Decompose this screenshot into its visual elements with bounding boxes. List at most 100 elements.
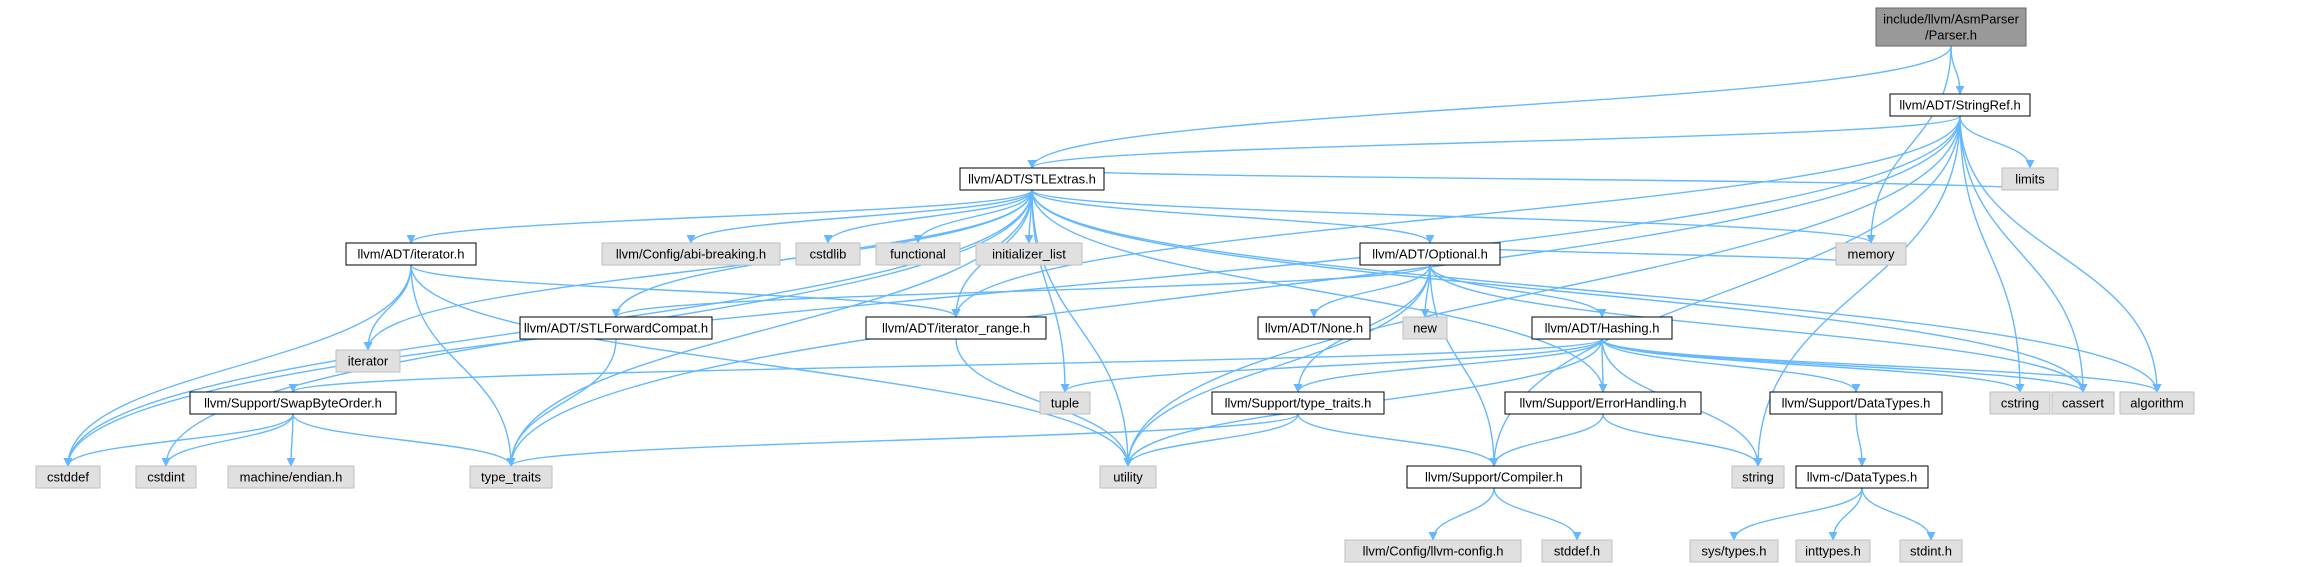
edge-line-hashing-algorithm: [1601, 338, 2162, 393]
node-stlforwardcompat[interactable]: llvm/ADT/STLForwardCompat.h: [519, 316, 713, 340]
node-limits: limits: [2001, 167, 2059, 191]
node-functional: functional: [875, 242, 961, 266]
edge-swapbyteorder-to-cstddef: [63, 413, 294, 467]
edge-hashing-to-datatypes: [1601, 338, 1861, 393]
edge-stringref-to-limits: [1959, 115, 2035, 169]
node-label-errorhandling-0: llvm/Support/ErrorHandling.h: [1520, 396, 1687, 411]
node-box-none: [1257, 316, 1371, 340]
edge-line-optional-compiler: [1429, 264, 1499, 467]
node-initializer_list: initializer_list: [975, 242, 1083, 266]
node-stlextras[interactable]: llvm/ADT/STLExtras.h: [959, 167, 1105, 191]
node-label-stringref-0: llvm/ADT/StringRef.h: [1899, 98, 2020, 113]
edge-line-optional-cassert: [1429, 264, 2088, 393]
node-adt_iterator[interactable]: llvm/ADT/iterator.h: [345, 242, 477, 266]
edge-line-optional-none: [1309, 264, 1431, 318]
node-label-tuple-0: tuple: [1051, 396, 1079, 411]
node-swapbyteorder[interactable]: llvm/Support/SwapByteOrder.h: [189, 391, 397, 415]
node-type_traits: type_traits: [469, 465, 553, 489]
edge-stlextras-to-tuple: [1031, 189, 1070, 393]
node-box-adt_iterator: [345, 242, 477, 266]
edge-line-stlextras-abi_breaking: [686, 189, 1033, 244]
node-errorhandling[interactable]: llvm/Support/ErrorHandling.h: [1504, 391, 1702, 415]
edge-line-c_datatypes-stdint_h: [1861, 487, 1936, 541]
node-label-cstring-0: cstring: [2001, 396, 2039, 411]
node-stringref[interactable]: llvm/ADT/StringRef.h: [1889, 93, 2031, 117]
edge-adt_iterator-to-cstddef: [63, 264, 412, 467]
node-endian: machine/endian.h: [227, 465, 355, 489]
node-datatypes[interactable]: llvm/Support/DataTypes.h: [1769, 391, 1943, 415]
edge-line-compiler-llvm_config: [1428, 487, 1495, 541]
node-stdint_h: stdint.h: [1899, 539, 1963, 563]
node-label-stlextras-0: llvm/ADT/STLExtras.h: [968, 172, 1096, 187]
edge-root-to-stringref: [1950, 45, 1965, 95]
node-root[interactable]: include/llvm/AsmParser/Parser.h: [1875, 7, 2027, 47]
edge-line-stlextras-errorhandling: [1031, 189, 1608, 393]
edge-stringref-to-stlextras: [1027, 115, 1961, 169]
edge-stringref-to-string: [1753, 115, 1961, 467]
edge-stlextras-to-cassert: [1031, 189, 2088, 393]
node-iterator: iterator: [335, 349, 401, 373]
node-label-limits-0: limits: [2015, 172, 2045, 187]
node-memory: memory: [1835, 242, 1907, 266]
node-optional[interactable]: llvm/ADT/Optional.h: [1359, 242, 1501, 266]
node-new: new: [1402, 316, 1448, 340]
edge-root-to-memory: [1866, 45, 1952, 244]
node-type_traits_h[interactable]: llvm/Support/type_traits.h: [1211, 391, 1385, 415]
edge-line-stlextras-cstdlib: [823, 189, 1033, 244]
edge-line-root-memory: [1866, 45, 1952, 244]
node-sys_types: sys/types.h: [1689, 539, 1779, 563]
node-hashing[interactable]: llvm/ADT/Hashing.h: [1531, 316, 1673, 340]
node-none[interactable]: llvm/ADT/None.h: [1257, 316, 1371, 340]
edge-line-hashing-cassert: [1601, 338, 2088, 393]
node-label-none-0: llvm/ADT/None.h: [1265, 321, 1363, 336]
edge-adt_iterator-to-type_traits: [410, 264, 516, 467]
node-abi_breaking: llvm/Config/abi-breaking.h: [601, 242, 781, 266]
node-compiler[interactable]: llvm/Support/Compiler.h: [1406, 465, 1582, 489]
node-algorithm: algorithm: [2119, 391, 2195, 415]
edge-line-adt_iterator-type_traits: [410, 264, 516, 467]
edge-stlextras-to-errorhandling: [1031, 189, 1608, 393]
edge-line-stlextras-cassert: [1031, 189, 2088, 393]
node-box-type_traits_h: [1211, 391, 1385, 415]
edge-line-hashing-cstring: [1601, 338, 2025, 393]
node-tuple: tuple: [1039, 391, 1091, 415]
node-box-cstdint: [135, 465, 197, 489]
node-label-stddef_h-0: stddef.h: [1554, 544, 1600, 559]
edge-type_traits_h-to-type_traits: [506, 413, 1299, 467]
edge-line-stringref-type_traits: [506, 115, 1961, 467]
edge-optional-to-compiler: [1429, 264, 1499, 467]
edge-line-hashing-swapbyteorder: [288, 338, 1603, 393]
node-box-stlforwardcompat: [519, 316, 713, 340]
edge-stringref-to-type_traits: [506, 115, 1961, 467]
node-label-hashing-0: llvm/ADT/Hashing.h: [1545, 321, 1660, 336]
edge-c_datatypes-to-sys_types: [1729, 487, 1863, 541]
edge-line-stlextras-utility: [1031, 189, 1133, 467]
node-box-errorhandling: [1504, 391, 1702, 415]
edge-line-swapbyteorder-cstdint: [161, 413, 294, 467]
node-box-cstddef: [35, 465, 101, 489]
file-nodes: include/llvm/AsmParser/Parser.h llvm/ADT/…: [35, 7, 2195, 563]
node-box-sys_types: [1689, 539, 1779, 563]
edge-line-stringref-algorithm: [1959, 115, 2162, 393]
edge-line-type_traits_h-type_traits: [506, 413, 1299, 467]
node-cstdint: cstdint: [135, 465, 197, 489]
node-iterator_range[interactable]: llvm/ADT/iterator_range.h: [865, 316, 1047, 340]
edge-line-adt_iterator-iterator_range: [410, 264, 961, 318]
edge-line-stringref-cassert: [1959, 115, 2088, 393]
edge-line-stringref-cstring: [1959, 115, 2025, 393]
node-label-string-0: string: [1742, 470, 1774, 485]
edge-compiler-to-stddef_h: [1493, 487, 1582, 541]
node-label-optional-0: llvm/ADT/Optional.h: [1372, 247, 1488, 262]
node-label-cstddef-0: cstddef: [47, 470, 89, 485]
node-cassert: cassert: [2051, 391, 2115, 415]
node-label-abi_breaking-0: llvm/Config/abi-breaking.h: [616, 247, 766, 262]
node-box-llvm_config: [1344, 539, 1522, 563]
edge-line-stlextras-type_traits: [506, 189, 1033, 467]
edge-stringref-to-cassert: [1959, 115, 2088, 393]
node-c_datatypes[interactable]: llvm-c/DataTypes.h: [1795, 465, 1929, 489]
edge-line-optional-stlforwardcompat: [611, 264, 1431, 318]
node-string: string: [1731, 465, 1785, 489]
edge-line-stlextras-functional: [913, 189, 1033, 244]
node-inttypes: inttypes.h: [1795, 539, 1871, 563]
edge-line-stlextras-memory: [1031, 189, 1876, 244]
